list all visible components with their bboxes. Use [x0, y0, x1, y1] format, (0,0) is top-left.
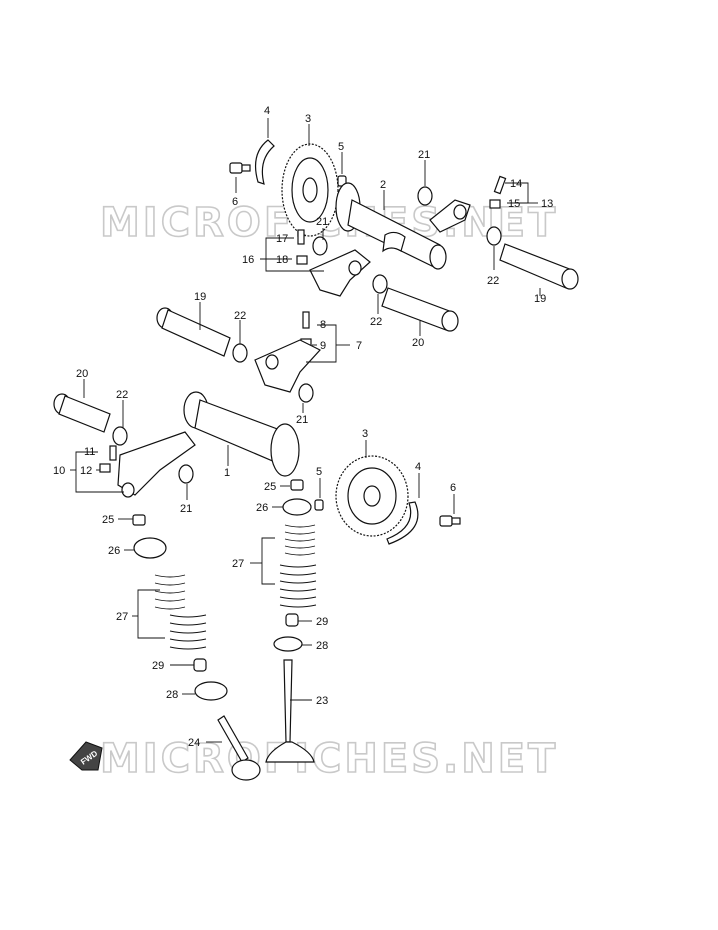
part-25-cotter-left: [132, 514, 146, 526]
part-23-intake-valve: [265, 659, 315, 763]
callout-8: 8: [320, 319, 326, 331]
part-20-shaft-upper: [381, 287, 459, 332]
callout-6-top: 6: [232, 196, 238, 208]
callout-5-lower: 5: [316, 466, 322, 478]
part-7-rocker-arm: [254, 339, 321, 393]
callout-27-right: 27: [232, 558, 244, 570]
callout-22-upper-mid: 22: [370, 316, 382, 328]
callout-21-lower-left: 21: [180, 503, 192, 515]
callout-28-right: 28: [316, 640, 328, 652]
callout-23: 23: [316, 695, 328, 707]
part-19-rocker-shaft-top: [499, 243, 579, 290]
callout-1: 1: [224, 467, 230, 479]
part-21-washer-top-right: [417, 186, 433, 206]
part-1-camshaft: [183, 391, 300, 477]
callout-26-left: 26: [108, 545, 120, 557]
part-4-clip-top: [255, 139, 275, 185]
part-26-retainer-right: [282, 498, 312, 516]
callout-19-top: 19: [534, 293, 546, 305]
callout-11: 11: [84, 446, 95, 458]
callout-28-left: 28: [166, 689, 178, 701]
part-22-washer-upper-mid: [372, 274, 388, 294]
callout-29-right: 29: [316, 616, 328, 628]
callout-26-right: 26: [256, 502, 268, 514]
callout-2: 2: [380, 179, 386, 191]
part-3-gear-lower: [335, 455, 409, 537]
callout-24: 24: [188, 737, 200, 749]
callout-7: 7: [356, 340, 362, 352]
callout-10: 10: [53, 465, 65, 477]
callout-21-upper: 21: [316, 216, 328, 228]
callout-3-top: 3: [305, 113, 311, 125]
callout-17: 17: [276, 233, 288, 245]
callout-14: 14: [510, 178, 522, 190]
part-28-seat-right: [273, 636, 303, 652]
part-26-retainer-left: [133, 537, 167, 559]
part-16-rocker-arm: [309, 249, 371, 297]
callout-16: 16: [242, 254, 254, 266]
part-21-washer-upper: [312, 236, 328, 256]
part-14-adjust-screw: [493, 175, 507, 195]
callout-6-lower: 6: [450, 482, 456, 494]
callout-9: 9: [320, 340, 326, 352]
part-13-rocker-arm: [429, 199, 471, 233]
part-4-clip-lower: [386, 501, 419, 545]
callout-labels: 4 3 6 5 2 21 14 15 13 22 19 21 17 16 18 …: [53, 105, 553, 749]
callout-20-upper: 20: [412, 337, 424, 349]
fwd-arrow-icon: FWD: [69, 741, 103, 771]
part-20-shaft-lower: [53, 393, 111, 433]
part-19-rocker-shaft-mid: [156, 307, 231, 357]
part-25-cotter-right: [290, 479, 304, 491]
callout-22-left: 22: [116, 389, 128, 401]
leader-lines: [70, 118, 541, 743]
callout-18: 18: [276, 254, 288, 266]
part-21-washer-lower-left: [178, 464, 194, 484]
part-5-pin-lower: [314, 499, 324, 511]
callout-4-lower: 4: [415, 461, 421, 473]
callout-5-top: 5: [338, 141, 344, 153]
part-29-seal-right: [285, 613, 299, 627]
callout-13: 13: [541, 198, 553, 210]
part-21-washer-mid: [298, 383, 314, 403]
callout-29-left: 29: [152, 660, 164, 672]
part-2-camshaft: [335, 182, 447, 270]
callout-25-left: 25: [102, 514, 114, 526]
part-8-screw: [302, 311, 310, 329]
part-11-screw: [109, 445, 117, 461]
part-3-gear-top: [281, 143, 339, 237]
callout-12: 12: [80, 465, 92, 477]
part-28-seat-left: [194, 681, 228, 701]
part-17-screw: [297, 229, 305, 245]
callout-21-mid: 21: [296, 414, 308, 426]
watermark-bottom: MICROFICHES.NET: [100, 736, 558, 782]
callout-15: 15: [508, 198, 520, 210]
callout-27-left: 27: [116, 611, 128, 623]
callout-4-top: 4: [264, 105, 270, 117]
part-10-rocker-arm: [117, 431, 196, 498]
part-22-washer-top-right: [486, 226, 502, 246]
part-15-nut: [489, 199, 501, 209]
part-27-valve-springs-left: [154, 574, 207, 650]
part-6-bolt-lower: [439, 515, 461, 527]
callout-3-lower: 3: [362, 428, 368, 440]
part-18-nut: [296, 255, 308, 265]
part-27-valve-springs-right: [279, 524, 317, 608]
part-22-washer-left: [112, 426, 128, 446]
part-12-nut: [99, 463, 111, 473]
callout-25-right: 25: [264, 481, 276, 493]
callout-22-mid: 22: [234, 310, 246, 322]
callout-20-lower: 20: [76, 368, 88, 380]
part-22-washer-mid: [232, 343, 248, 363]
part-6-bolt-top: [229, 162, 251, 174]
callout-19-mid: 19: [194, 291, 206, 303]
part-29-seal-left: [193, 658, 207, 672]
part-24-exhaust-valve: [217, 715, 261, 781]
callout-22-top-right: 22: [487, 275, 499, 287]
callout-21-top-right: 21: [418, 149, 430, 161]
